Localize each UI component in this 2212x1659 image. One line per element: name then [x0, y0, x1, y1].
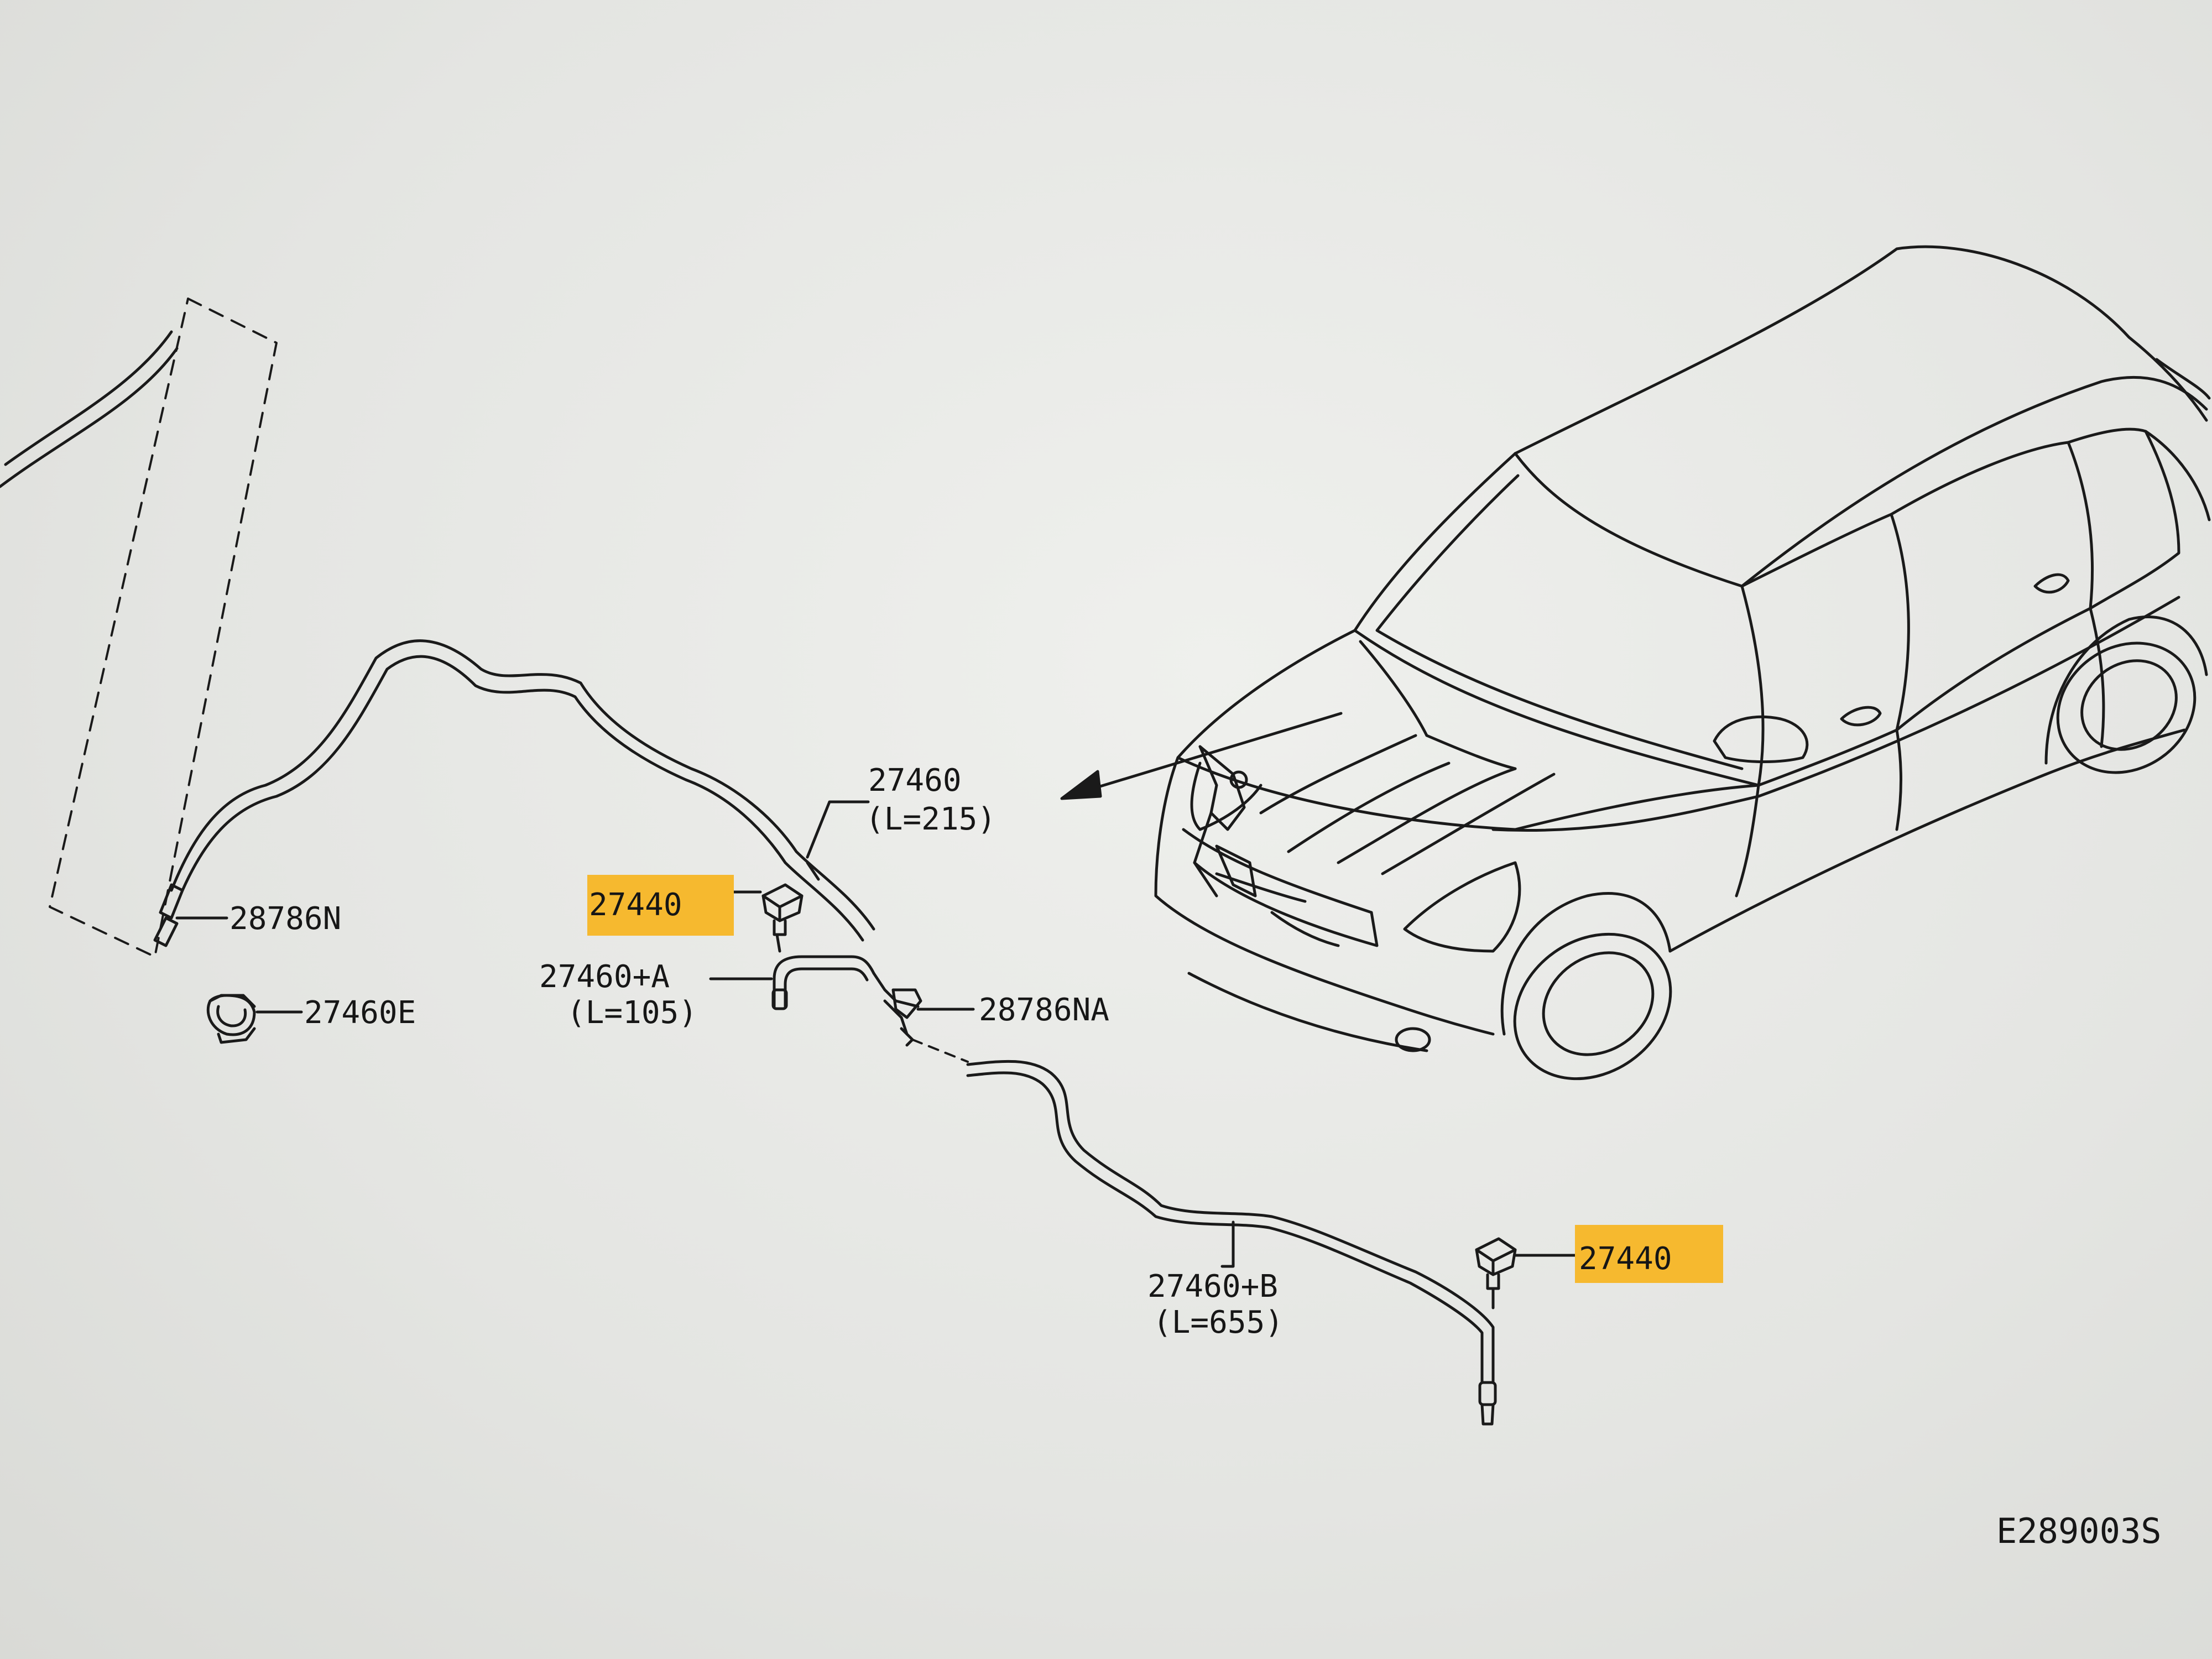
hose-a	[771, 955, 875, 1010]
hose-left-section	[0, 330, 875, 942]
windshield-boundary	[49, 298, 278, 958]
label-27460a: 27460+A	[539, 959, 670, 995]
hose-b	[966, 1060, 1497, 1426]
label-28786na: 28786NA	[979, 992, 1109, 1028]
label-28786n: 28786N	[229, 901, 341, 937]
label-27460b-length: (L=655)	[1153, 1305, 1284, 1340]
y-connector-28786na	[872, 972, 922, 1047]
label-27460e: 27460E	[304, 995, 416, 1031]
highlight-27440-right	[1575, 1225, 1723, 1283]
vehicle-outline	[1154, 245, 2211, 1081]
label-27440-left: 27440	[589, 887, 682, 923]
label-27440-right: 27440	[1579, 1241, 1672, 1277]
nozzle-left-icon	[761, 883, 804, 953]
label-27460: 27460	[868, 763, 962, 799]
connector-28786n	[153, 883, 184, 947]
nozzle-right-icon	[1475, 1237, 1517, 1310]
location-arrow	[1066, 712, 1343, 798]
label-27460-length: (L=215)	[865, 801, 996, 837]
location-arrow-head	[1060, 770, 1102, 800]
label-27460b: 27460+B	[1147, 1269, 1278, 1305]
diagram-code: E289003S	[1996, 1511, 2162, 1551]
label-27460a-length: (L=105)	[567, 995, 697, 1031]
clip-27460e-icon	[206, 994, 256, 1044]
highlight-27440-left	[587, 875, 734, 936]
